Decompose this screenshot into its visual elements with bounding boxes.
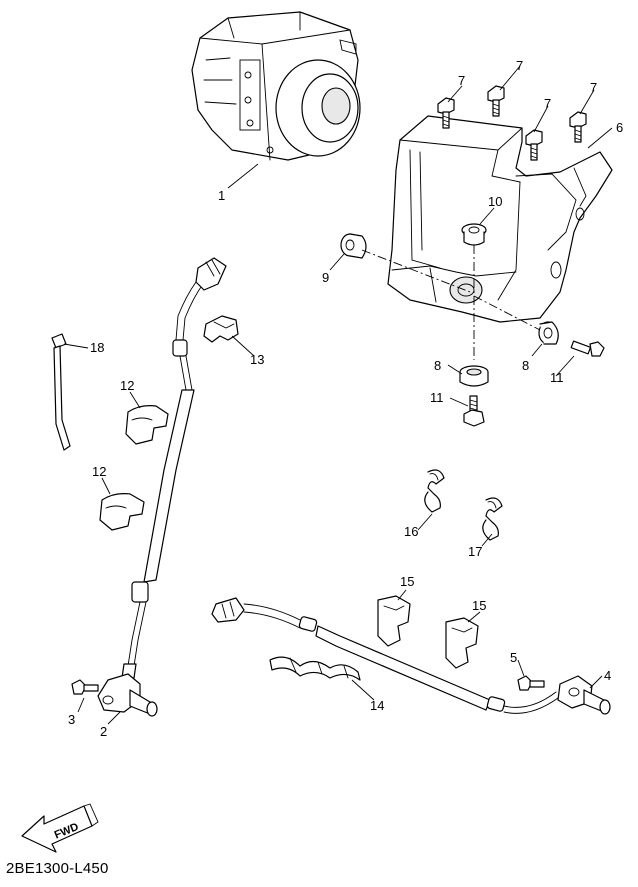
callout-13: 13 (250, 352, 264, 367)
bolt-11-right (570, 340, 605, 357)
bolt-5 (517, 675, 545, 691)
bolt-3 (71, 679, 99, 695)
callout-7-c: 7 (544, 96, 551, 111)
leader-lines (63, 65, 613, 725)
callout-1: 1 (218, 188, 225, 203)
centerline-9 (361, 249, 471, 293)
callout-14: 14 (370, 698, 384, 713)
front-wheel-sensor-lead (121, 257, 227, 679)
cable-guide-14 (269, 656, 361, 681)
bolt-11-lower (463, 395, 485, 427)
front-wheel-sensor-2 (97, 673, 158, 717)
callout-6: 6 (616, 120, 623, 135)
centerline-8 (473, 295, 541, 331)
drawing-code: 2BE1300-L450 (6, 860, 109, 877)
callout-2: 2 (100, 724, 107, 739)
rear-wheel-sensor-lead (211, 597, 559, 714)
clip-13 (203, 315, 239, 343)
callout-7-b: 7 (516, 58, 523, 73)
clamp-16 (424, 469, 445, 513)
callout-15-a: 15 (400, 574, 414, 589)
fwd-arrow-icon: FWD (21, 803, 99, 853)
grommet-9 (340, 233, 367, 259)
callout-11-a: 11 (430, 390, 444, 405)
clamp-15-left (377, 595, 411, 647)
callout-12-a: 12 (120, 378, 134, 393)
callout-8-a: 8 (434, 358, 441, 373)
clamp-12-lower (99, 493, 145, 531)
bolt-7-b (487, 85, 505, 117)
callout-16: 16 (404, 524, 418, 539)
callout-7-d: 7 (590, 80, 597, 95)
grommet-8-lower (459, 365, 489, 387)
callout-10: 10 (488, 194, 502, 209)
grommet-8-right (538, 321, 559, 345)
callout-7-a: 7 (458, 73, 465, 88)
callout-12-b: 12 (92, 464, 106, 479)
grommet-10 (461, 223, 487, 246)
clamp-17 (482, 497, 503, 541)
callout-18: 18 (90, 340, 104, 355)
callout-17: 17 (468, 544, 482, 559)
callout-11-b: 11 (550, 370, 564, 385)
callout-3: 3 (68, 712, 75, 727)
callout-8-b: 8 (522, 358, 529, 373)
abs-hydraulic-unit (191, 11, 361, 161)
clamp-12-upper (125, 405, 169, 445)
callout-9: 9 (322, 270, 329, 285)
clamp-15-right (445, 617, 479, 669)
cable-tie-18 (51, 333, 71, 451)
bolt-7-a (437, 97, 455, 129)
rear-wheel-sensor-4 (557, 675, 611, 715)
bolt-7-c (525, 129, 543, 161)
callout-labels: 1 2 3 4 5 6 7 7 7 7 8 8 9 10 11 11 12 12… (68, 58, 623, 739)
abs-bracket (387, 115, 613, 323)
callout-15-b: 15 (472, 598, 486, 613)
callout-5: 5 (510, 650, 517, 665)
callout-4: 4 (604, 668, 611, 683)
bolt-7-d (569, 111, 587, 143)
